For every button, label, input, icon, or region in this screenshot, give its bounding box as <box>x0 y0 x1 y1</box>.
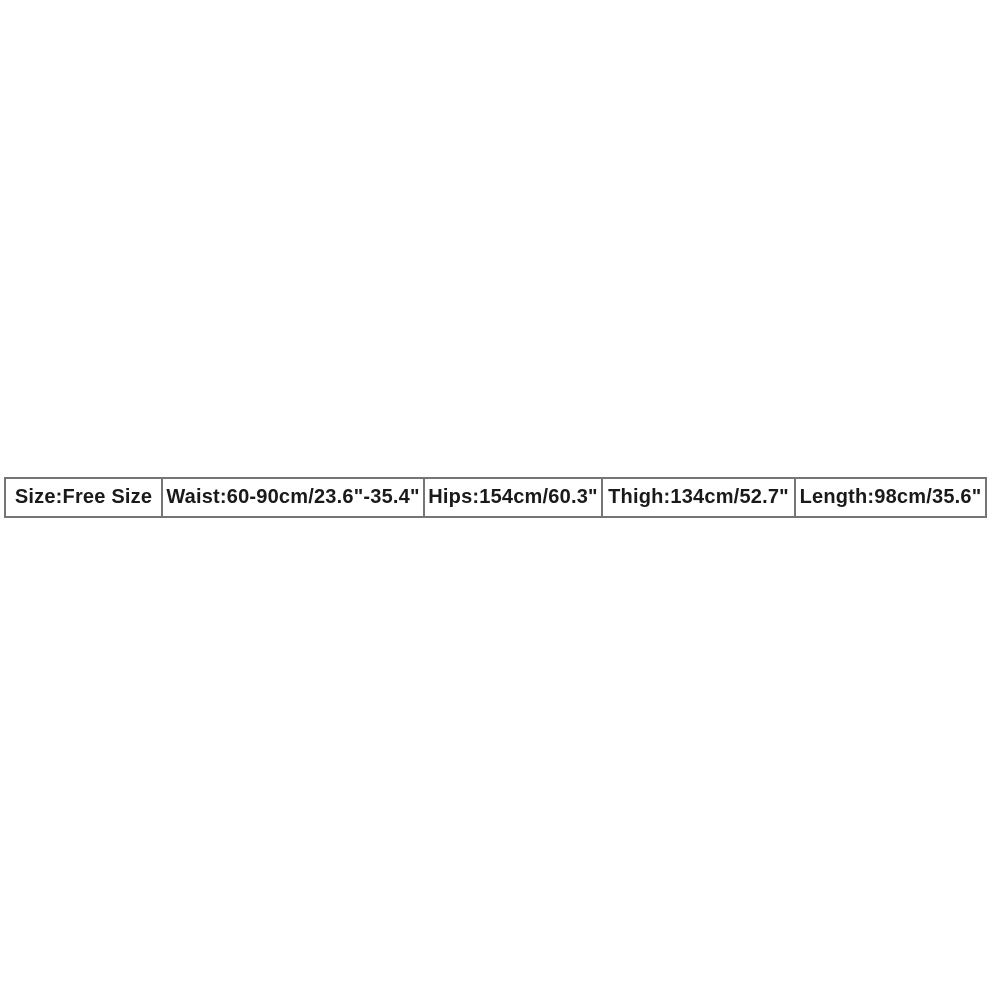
size-chart-table: Size:Free Size Waist:60-90cm/23.6"-35.4"… <box>4 477 987 518</box>
size-cell-size: Size:Free Size <box>6 479 163 516</box>
size-cell-hips: Hips:154cm/60.3" <box>425 479 603 516</box>
size-cell-waist: Waist:60-90cm/23.6"-35.4" <box>163 479 425 516</box>
size-cell-thigh: Thigh:134cm/52.7" <box>603 479 796 516</box>
size-cell-length: Length:98cm/35.6" <box>796 479 985 516</box>
